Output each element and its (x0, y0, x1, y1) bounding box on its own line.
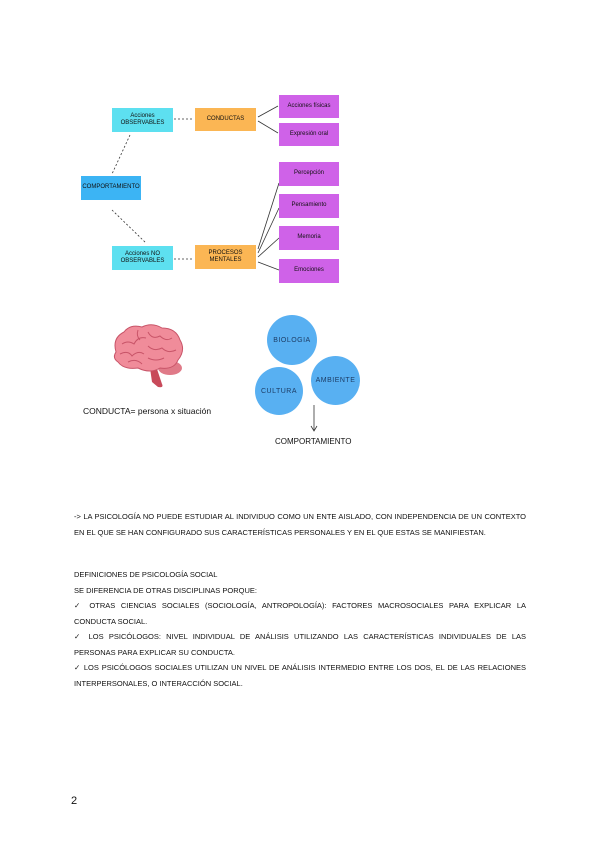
memoria-label: Memoria (297, 234, 321, 241)
definitions-title: DEFINICIONES DE PSICOLOGÍA SOCIAL (74, 570, 218, 579)
comportamiento-box: COMPORTAMIENTO (81, 176, 141, 200)
procesos-mentales-label: PROCESOS MENTALES (208, 249, 243, 264)
definitions-section: DEFINICIONES DE PSICOLOGÍA SOCIAL SE DIF… (74, 567, 526, 691)
acciones-observables-label: Acciones OBSERVABLES (120, 112, 165, 127)
acciones-observables-box: Acciones OBSERVABLES (112, 108, 173, 132)
expresion-oral-label: Expresión oral (289, 130, 329, 137)
comportamiento-node-label: COMPORTAMIENTO (82, 184, 140, 191)
acciones-no-observables-box: Acciones NO OBSERVABLES (112, 246, 173, 270)
acciones-fisicas-box: Acciones físicas (279, 95, 339, 118)
biologia-label: BIOLOGIA (273, 336, 311, 344)
ambiente-circle: AMBIENTE (311, 356, 360, 405)
brain-icon (113, 324, 184, 388)
pensamiento-box: Pensamiento (279, 194, 339, 218)
acciones-no-observables-label: Acciones NO OBSERVABLES (120, 250, 165, 265)
acciones-fisicas-label: Acciones físicas (287, 102, 331, 109)
intro-paragraph: -> LA PSICOLOGÍA NO PUEDE ESTUDIAR AL IN… (74, 512, 526, 537)
percepcion-label: Percepción (293, 170, 325, 177)
definitions-subtitle: SE DIFERENCIA DE OTRAS DISCIPLINAS PORQU… (74, 585, 257, 595)
procesos-mentales-box: PROCESOS MENTALES (195, 245, 256, 269)
pensamiento-label: Pensamiento (291, 202, 327, 209)
definition-item-3: ✓ LOS PSICÓLOGOS SOCIALES UTILIZAN UN NI… (74, 663, 526, 688)
expresion-oral-box: Expresión oral (279, 123, 339, 146)
percepcion-box: Percepción (279, 162, 339, 186)
biologia-circle: BIOLOGIA (267, 315, 317, 365)
cultura-label: CULTURA (260, 387, 298, 395)
comportamiento-label: COMPORTAMIENTO (275, 437, 352, 446)
emociones-label: Emociones (294, 267, 324, 274)
emociones-box: Emociones (279, 259, 339, 283)
ambiente-label: AMBIENTE (315, 377, 356, 384)
cultura-circle: CULTURA (255, 367, 303, 415)
conductas-box: CONDUCTAS (195, 108, 256, 131)
conducta-equation: CONDUCTA= persona x situación (83, 406, 212, 416)
page-number: 2 (71, 795, 78, 807)
memoria-box: Memoria (279, 226, 339, 250)
definition-item-2: ✓ LOS PSICÓLOGOS: NIVEL INDIVIDUAL DE AN… (74, 632, 526, 657)
definition-item-1: ✓ OTRAS CIENCIAS SOCIALES (SOCIOLOGÍA, A… (74, 601, 526, 626)
conductas-label: CONDUCTAS (206, 115, 245, 122)
